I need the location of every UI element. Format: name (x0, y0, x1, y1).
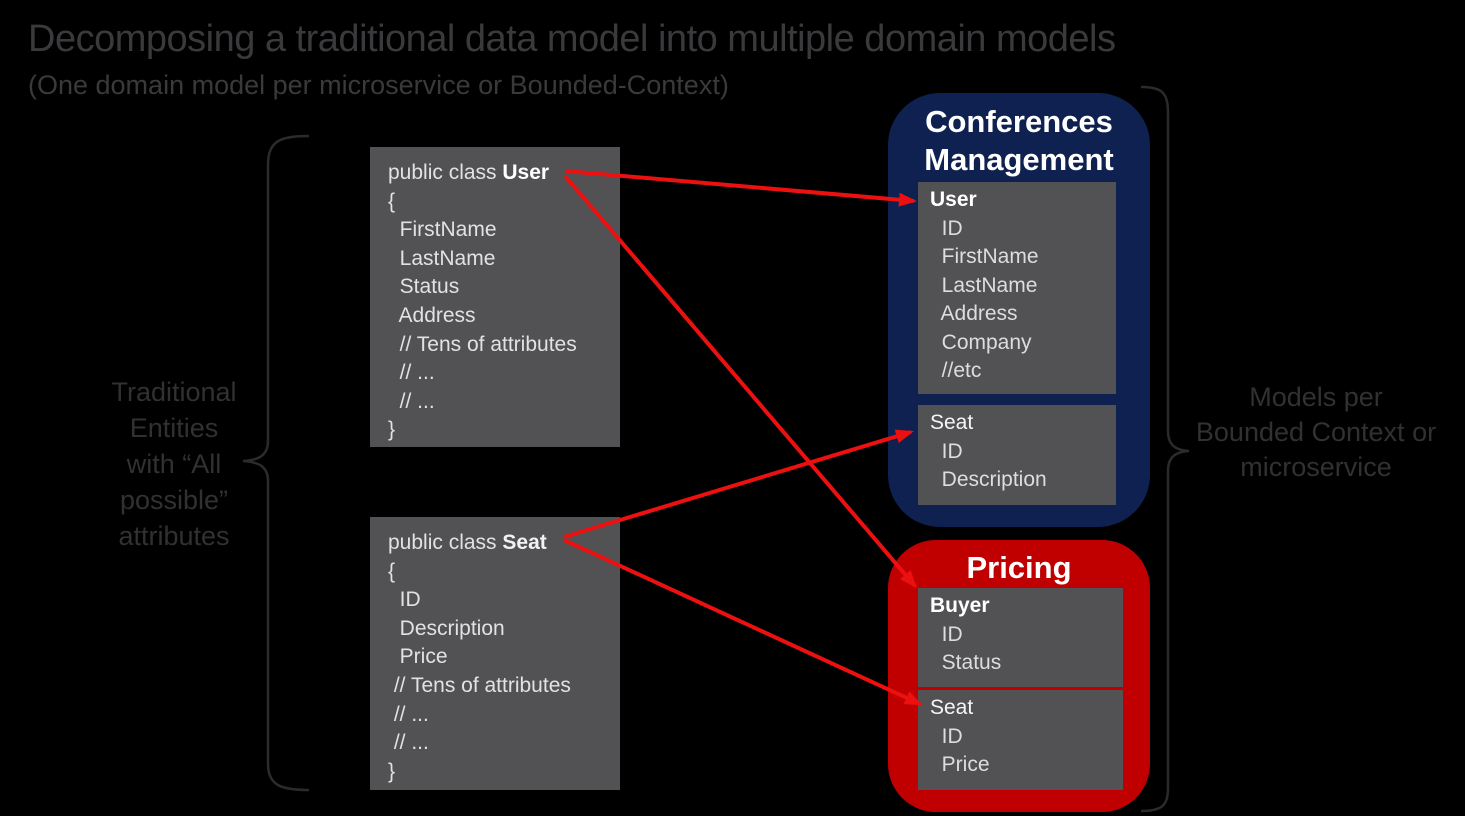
entity-name: Buyer (930, 594, 990, 617)
context-title-pricing: Pricing (966, 550, 1072, 585)
context-pricing: Pricing Buyer ID Status Seat ID Price (888, 540, 1150, 812)
entity-name: User (930, 188, 977, 211)
class-box-seat: public class Seat { ID Description Price… (370, 517, 620, 790)
entity-attrs: ID Description (941, 439, 1047, 492)
entity-name: Seat (930, 411, 974, 434)
class-name-user: User (502, 161, 550, 184)
class-header: public class Seat (388, 531, 547, 554)
entity-box-pricing-buyer: Buyer ID Status (918, 588, 1123, 687)
diagram-title: Decomposing a traditional data model int… (28, 18, 1116, 60)
entity-box-pricing-seat: Seat ID Price (918, 690, 1123, 790)
context-title-conferences: Conferences Management (924, 104, 1114, 177)
diagram-subtitle: (One domain model per microservice or Bo… (28, 70, 729, 100)
entity-box-conf-seat: Seat ID Description (918, 405, 1116, 505)
class-body-seat: { ID Description Price // Tens of attrib… (388, 559, 571, 783)
class-header: public class User (388, 161, 550, 184)
class-box-user: public class User { FirstName LastName S… (370, 147, 620, 447)
entity-attrs: ID FirstName LastName Address Company //… (940, 216, 1039, 383)
right-annotation: Models per Bounded Context or microservi… (1195, 382, 1437, 482)
class-name-seat: Seat (502, 531, 547, 554)
context-conferences-management: Conferences Management User ID FirstName… (888, 93, 1150, 527)
entity-box-conf-user: User ID FirstName LastName Address Compa… (918, 182, 1116, 394)
entity-attrs: ID Price (941, 724, 990, 777)
class-body-user: { FirstName LastName Status Address // T… (388, 189, 577, 442)
left-annotation: Traditional Entities with “All possible”… (111, 377, 237, 551)
entity-attrs: ID Status (941, 622, 1002, 675)
entity-name: Seat (930, 696, 974, 719)
